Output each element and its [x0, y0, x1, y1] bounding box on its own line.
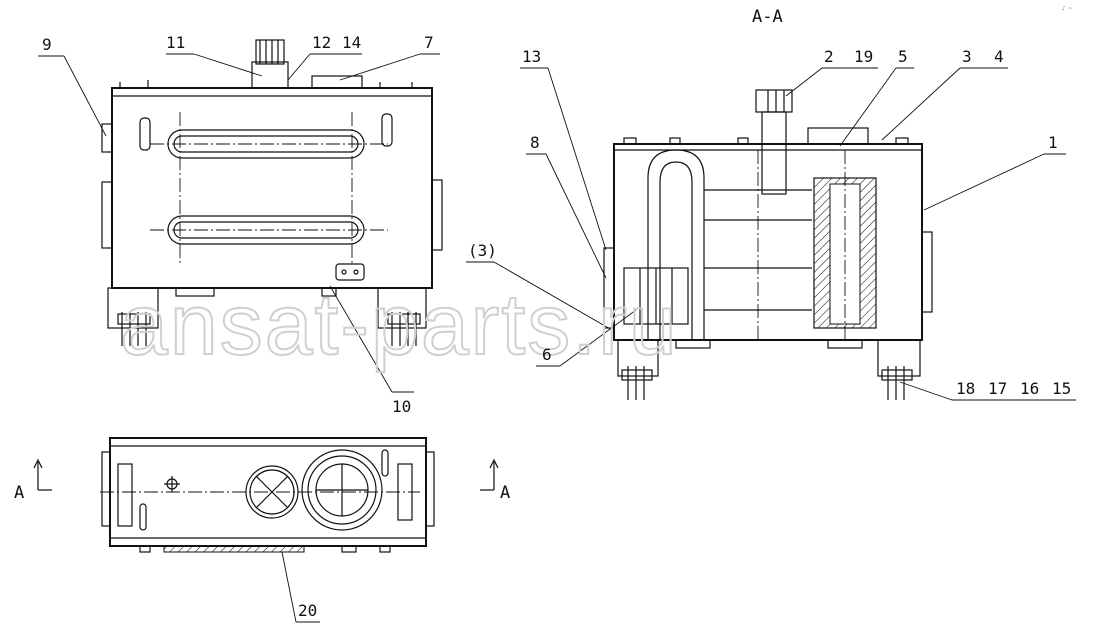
corner-logo: ♪ ~	[1062, 5, 1073, 12]
callout-3-ref: (3)	[468, 241, 497, 260]
callout-8: 8	[530, 133, 540, 152]
callout-19: 19	[854, 47, 873, 66]
section-mark-right: A	[500, 483, 510, 503]
callout-3: 3	[962, 47, 972, 66]
callout-11: 11	[166, 33, 185, 52]
front-view	[101, 39, 443, 346]
callout-13: 13	[522, 47, 541, 66]
watermark: ansat-parts.ru	[120, 277, 679, 373]
callout-10: 10	[392, 397, 411, 416]
callout-7: 7	[424, 33, 434, 52]
callout-9: 9	[42, 35, 52, 54]
callout-18: 18	[956, 379, 975, 398]
callout-2: 2	[824, 47, 834, 66]
top-view	[33, 437, 499, 553]
callout-1: 1	[1048, 133, 1058, 152]
section-view-a-a	[603, 89, 933, 400]
callout-5: 5	[898, 47, 908, 66]
callout-4: 4	[994, 47, 1004, 66]
callout-14: 14	[342, 33, 361, 52]
callout-17: 17	[988, 379, 1007, 398]
callout-20: 20	[298, 601, 317, 620]
callout-12: 12	[312, 33, 331, 52]
section-mark-left: A	[14, 483, 24, 503]
callout-15: 15	[1052, 379, 1071, 398]
section-title: A-A	[752, 7, 783, 27]
callout-16: 16	[1020, 379, 1039, 398]
callout-6: 6	[542, 345, 552, 364]
leader-lines	[38, 53, 1076, 623]
